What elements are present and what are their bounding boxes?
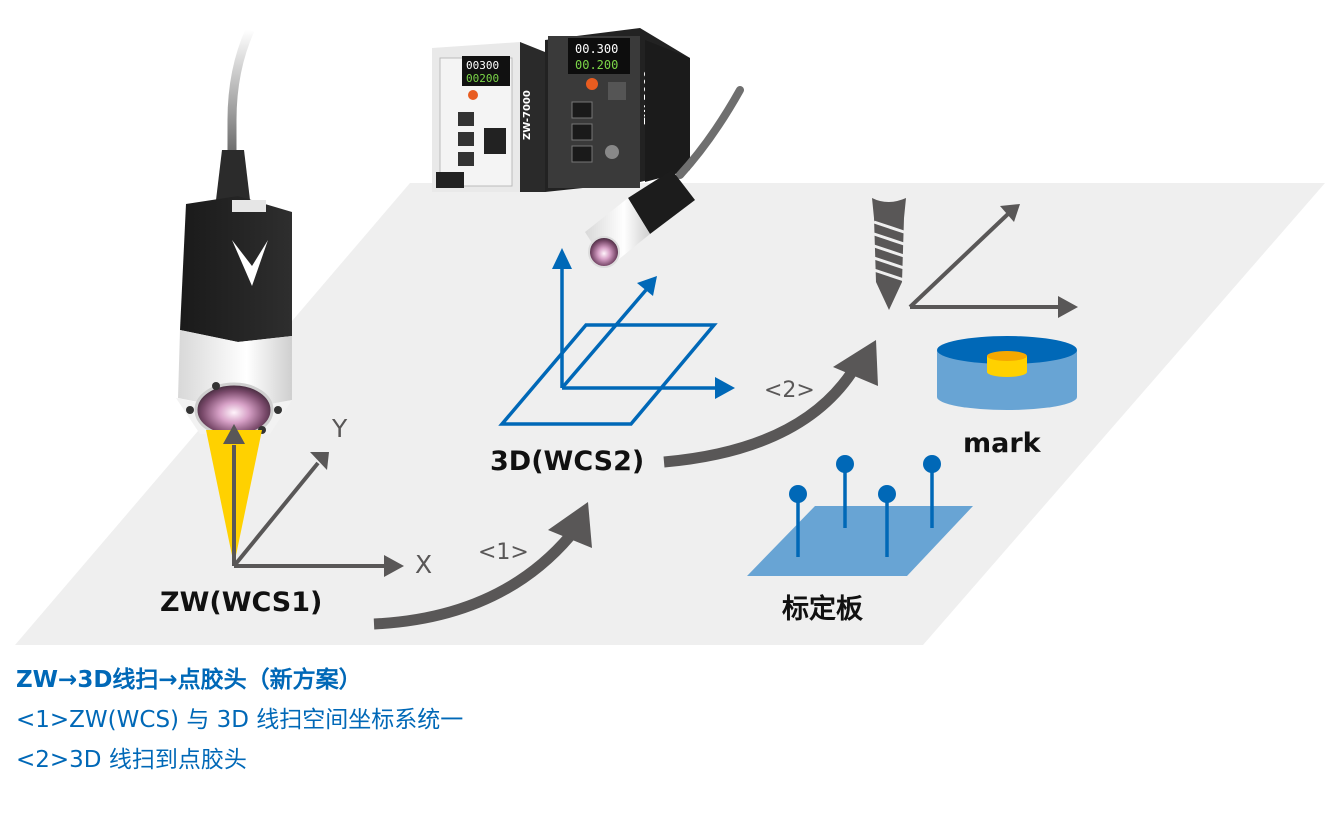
ground-plane (15, 183, 1325, 645)
step-arrow-1 (373, 502, 592, 630)
controller-zw-5000: 00.300 00.200 ZW-5000 (545, 28, 690, 192)
scan3d-axis-z-arrowhead (552, 248, 572, 269)
sensor-head-3d (585, 86, 744, 268)
calibration-pin (789, 485, 807, 503)
caption-line: <1>ZW(WCS) 与 3D 线扫空间坐标系统一 (16, 707, 464, 733)
svg-text:00.200: 00.200 (575, 58, 618, 72)
scan3d-axis-y (560, 288, 648, 390)
calibration-pin (878, 485, 896, 503)
calibration-pin (836, 455, 854, 473)
calibration-plate (747, 455, 973, 576)
sensor-head-zw (176, 28, 292, 438)
svg-text:00300: 00300 (466, 59, 499, 72)
caption-line: <2>3D 线扫到点胶头 (16, 747, 247, 773)
scan3d-axis-x-arrowhead (715, 377, 735, 399)
mark-cylinder (937, 336, 1077, 410)
zw-axis-y-arrowhead (310, 452, 329, 470)
zw-axis-z-arrowhead (223, 424, 245, 444)
caption-block: ZW→3D线扫→点胶头（新方案） <1>ZW(WCS) 与 3D 线扫空间坐标系… (16, 660, 463, 780)
svg-text:00200: 00200 (466, 72, 499, 85)
zw-axis-y (232, 461, 320, 568)
step-arrow-1-head (548, 502, 592, 548)
dispense-axis-horizontal-arrowhead (1058, 296, 1078, 318)
scan3d-node-label: 3D(WCS2) (490, 446, 645, 477)
step-label-1: <1> (478, 540, 529, 565)
screw-icon (872, 198, 906, 310)
step-arrow-2-head (833, 340, 878, 386)
step-label-2: <2> (764, 378, 815, 403)
controller-zw-7000: 00300 00200 ZW-7000 (432, 42, 545, 192)
zw-axis-x-arrowhead (384, 555, 404, 577)
svg-text:ZW-7000: ZW-7000 (522, 90, 533, 140)
caption-title: ZW→3D线扫→点胶头（新方案） (16, 667, 362, 693)
dispense-axis-diagonal (908, 212, 1010, 309)
calibration-plate-surface (747, 506, 973, 576)
scan3d-axis-y-arrowhead (637, 276, 657, 296)
scan3d-axes (498, 248, 735, 426)
zw-node-label: ZW(WCS1) (160, 587, 323, 618)
calibration-plate-label: 标定板 (782, 594, 863, 625)
zw-axes (223, 424, 404, 577)
mark-label: mark (963, 428, 1041, 459)
zw-axis-y-label: Y (332, 414, 348, 443)
scan3d-plane-outline (498, 323, 718, 426)
dispense-axes (908, 204, 1078, 318)
step-arrow-2 (663, 340, 878, 468)
svg-text:00.300: 00.300 (575, 42, 618, 56)
dispense-axis-diagonal-arrowhead (1000, 204, 1020, 222)
calibration-pin (923, 455, 941, 473)
zw-axis-x-label: X (415, 550, 433, 579)
